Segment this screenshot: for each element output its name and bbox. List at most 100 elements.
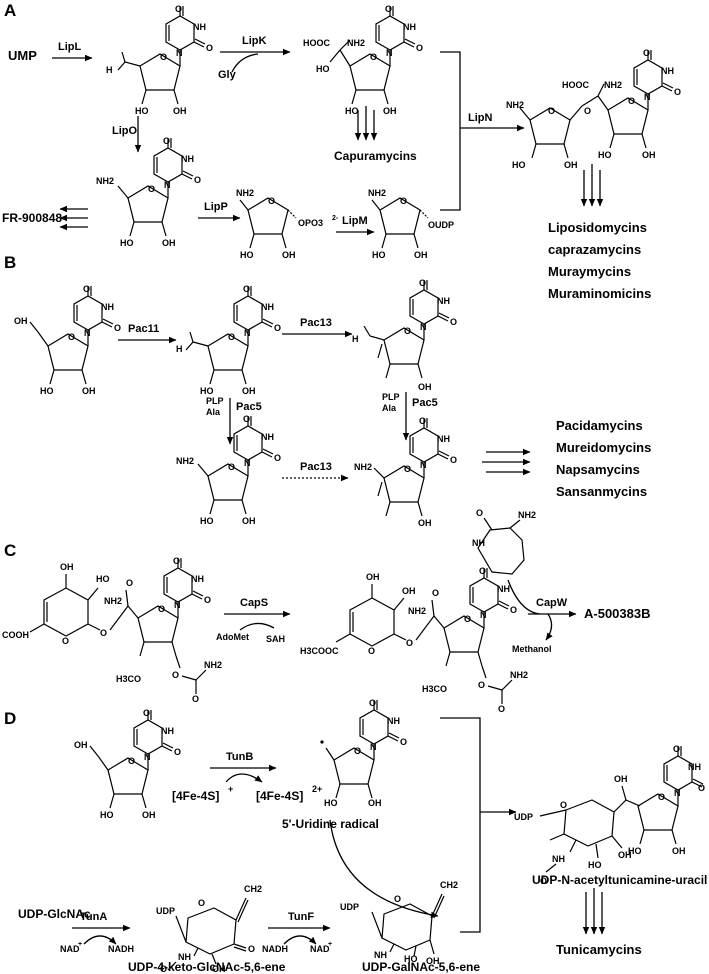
atom-o: O — [498, 704, 505, 714]
atom-nh: NH — [437, 434, 450, 444]
atom-o: O — [450, 455, 457, 465]
atom-n: N — [480, 610, 487, 620]
label-udp-galnac-ene: UDP-GalNAc-5,6-ene — [362, 960, 480, 974]
atom-ho: HO — [588, 860, 602, 870]
cosubstrate-gly: Gly — [218, 69, 237, 81]
atom-n: N — [386, 48, 393, 58]
start-ump: UMP — [8, 48, 37, 63]
atom-o: O — [400, 196, 407, 206]
cofactor-nad-2-charge: + — [328, 941, 332, 948]
atom-o: O — [248, 944, 255, 954]
atom-o: O — [584, 106, 591, 116]
capw-entry — [507, 579, 541, 615]
atom-nh2: NH2 — [347, 38, 365, 48]
atom-ho: HO — [316, 64, 330, 74]
atom-ho: HO — [200, 386, 214, 396]
atom-o: O — [192, 694, 199, 704]
structure-enol-uridine: H O OH O NH O N — [352, 278, 457, 392]
atom-o: O — [658, 792, 665, 802]
atom-ho: HO — [628, 846, 642, 856]
atom-o: O — [354, 746, 361, 756]
atom-o: O — [143, 708, 150, 718]
atom-o: O — [126, 578, 133, 588]
atom-ho: HO — [200, 516, 214, 526]
atom-ho: HO — [345, 106, 359, 116]
atom-o: O — [432, 588, 439, 598]
structure-capuramycin-precursor: OH HO O COOH O NH2 O O H3CO O NH2 O — [2, 556, 222, 704]
atom-n: N — [644, 92, 651, 102]
atom-ch2: CH2 — [440, 880, 458, 890]
atom-nh: NH — [191, 574, 204, 584]
atom-o: O — [160, 964, 167, 974]
enzyme-lipm: LipM — [342, 215, 368, 227]
atom-n: N — [144, 752, 151, 762]
atom-oh: OH — [383, 106, 397, 116]
product-tunicamycins: Tunicamycins — [556, 942, 642, 957]
atom-o: O — [540, 876, 547, 886]
atom-o: O — [478, 680, 485, 690]
atom-n: N — [244, 328, 251, 338]
atom-nh: NH — [403, 22, 416, 32]
atom-nh: NH — [181, 154, 194, 164]
product-mureidomycins: Mureidomycins — [556, 440, 651, 455]
structure-udp-4-keto-glcnac-ene: O UDP CH2 O NH OH O — [156, 884, 262, 974]
atom-o: O — [174, 747, 181, 757]
structure-udp-galnac-ene: O UDP CH2 OH HO NH — [340, 880, 458, 966]
atom-n: N — [84, 328, 91, 338]
atom-oh: OH — [418, 518, 432, 528]
atom-hooc: HOOC — [303, 38, 331, 48]
atom-cooh: COOH — [2, 630, 29, 640]
enzyme-lipk: LipK — [242, 35, 266, 47]
atom-o: O — [400, 737, 407, 747]
atom-o: O — [148, 184, 155, 194]
start-udp-glcnac: UDP-GlcNAc — [18, 907, 91, 921]
atom-nh: NH — [472, 538, 485, 548]
atom-o: O — [128, 756, 135, 766]
enzyme-capw: CapW — [536, 597, 568, 609]
cofactor-nadh-2: NADH — [262, 944, 288, 954]
atom-nh: NH — [178, 952, 191, 962]
atom-nh2: NH2 — [518, 510, 536, 520]
atom-n: N — [176, 48, 183, 58]
structure-uridine-radical: O HO OH O NH O N — [320, 698, 407, 808]
atom-o: O — [476, 508, 483, 518]
tun-bracket — [440, 717, 481, 933]
product-a500383b: A-500383B — [584, 606, 651, 621]
tunb-cluster-curve — [225, 773, 263, 783]
atom-ho: HO — [135, 106, 149, 116]
atom-nh: NH — [101, 302, 114, 312]
structure-aminocaprolactam: NH O NH2 — [472, 508, 536, 575]
atom-nh2: NH2 — [96, 176, 114, 186]
atom-oh: OH — [60, 562, 74, 572]
atom-nh: NH — [387, 716, 400, 726]
enzyme-lipo: LipO — [112, 125, 137, 137]
panel-label-a: A — [4, 1, 16, 20]
atom-o: O — [674, 87, 681, 97]
tunf-cofactor-curve — [283, 935, 317, 945]
enzyme-tuna: TunA — [80, 911, 107, 923]
cosubstrate-adomet: AdoMet — [216, 632, 249, 642]
product-muraminomicins: Muraminomicins — [548, 286, 651, 301]
byproduct-methanol: Methanol — [512, 644, 552, 654]
atom-h3cooc: H3COOC — [300, 646, 339, 656]
atom-ch2: CH2 — [244, 884, 262, 894]
atom-o: O — [673, 744, 680, 754]
atom-udp: UDP — [156, 906, 175, 916]
atom-o: O — [206, 43, 213, 53]
cluster-reduced: [4Fe-4S] — [256, 789, 303, 803]
atom-n: N — [244, 458, 251, 468]
atom-o: O — [628, 96, 635, 106]
atom-nh2: NH2 — [176, 456, 194, 466]
product-capuramycins: Capuramycins — [334, 149, 417, 163]
atom-n: N — [164, 180, 171, 190]
atom-h: H — [106, 65, 113, 75]
atom-nh: NH — [193, 22, 206, 32]
panel-label-c: C — [4, 541, 16, 560]
byproduct-sah: SAH — [266, 634, 285, 644]
enzyme-caps: CapS — [240, 597, 268, 609]
enzyme-tunf: TunF — [288, 911, 314, 923]
atom-n: N — [174, 600, 181, 610]
atom-oh: OH — [242, 386, 256, 396]
atom-o: O — [243, 284, 250, 294]
atom-o: O — [385, 4, 392, 14]
